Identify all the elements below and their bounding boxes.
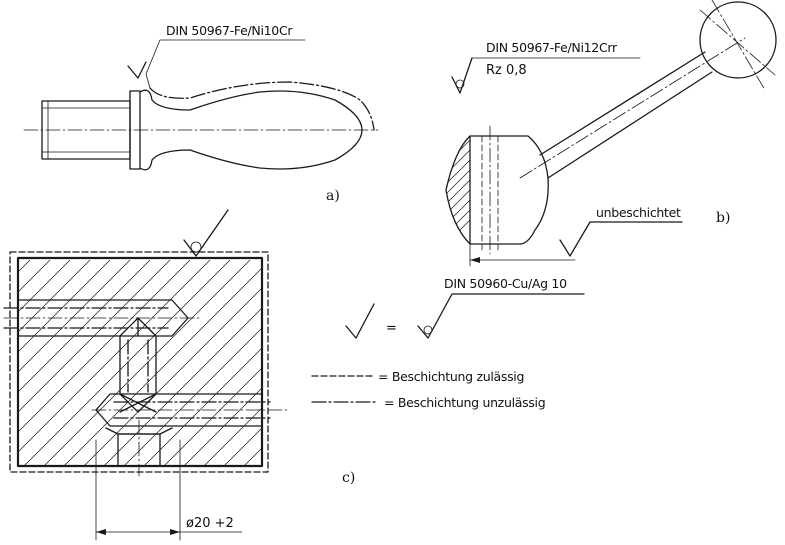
hub-hatching (446, 136, 470, 244)
ball-knob (699, 1, 777, 79)
figure-label-b: b) (716, 210, 730, 226)
figure-b-lever: DIN 50967-Fe/Ni12Crr Rz 0,8 unbeschichte… (445, 0, 777, 267)
surface-symbol-full (417, 293, 585, 339)
surface-symbol-short (345, 303, 375, 339)
coating-boundary-a (149, 81, 375, 131)
coating-spec-c: DIN 50960-Cu/Ag 10 (444, 276, 567, 291)
figure-label-a: a) (326, 188, 340, 204)
surface-symbol-c-top-circle (190, 241, 202, 253)
surface-symbol-a (127, 61, 147, 79)
leader-a (145, 39, 306, 89)
block-hatching (18, 259, 262, 466)
figure-label-c: c) (342, 470, 355, 486)
dim-arrow-right (170, 529, 180, 535)
legend-text-allowed: = Beschichtung zulässig (378, 369, 524, 384)
coating-spec-b: DIN 50967-Fe/Ni12Crr (486, 40, 618, 55)
equals-sign: = (386, 321, 397, 336)
arm-bottom (547, 71, 713, 179)
collar (129, 90, 141, 170)
dim-arrow-left (96, 529, 106, 535)
roughness-b: Rz 0,8 (486, 63, 527, 78)
symbol-definition: = DIN 50960-Cu/Ag 10 (345, 276, 585, 339)
dimension-text: ø20 +2 (186, 516, 234, 531)
surface-symbol-b-circle (455, 79, 465, 89)
figure-a-handle: DIN 50967-Fe/Ni10Cr a) (23, 23, 379, 204)
arrowhead-b (470, 257, 480, 263)
line-legend: = Beschichtung zulässig = Beschichtung u… (311, 369, 546, 410)
block-outline (16, 256, 264, 468)
handle-body (139, 89, 363, 171)
figure-c-block: ø20 +2 c) (3, 209, 355, 541)
uncoated-symbol (559, 221, 683, 257)
bore-cross-2 (119, 393, 157, 413)
arm-top (539, 51, 706, 156)
uncoated-note: unbeschichtet (596, 205, 681, 220)
legend-text-forbidden: = Beschichtung unzulässig (384, 395, 545, 410)
coating-spec-a: DIN 50967-Fe/Ni10Cr (166, 23, 293, 38)
surface-symbol-full-circle (423, 325, 433, 335)
arm-centerline (519, 37, 746, 179)
surface-symbol-b (451, 57, 473, 94)
hub (445, 135, 549, 245)
ball-axis-2 (711, 0, 766, 91)
surface-symbol-c-top (183, 209, 229, 257)
